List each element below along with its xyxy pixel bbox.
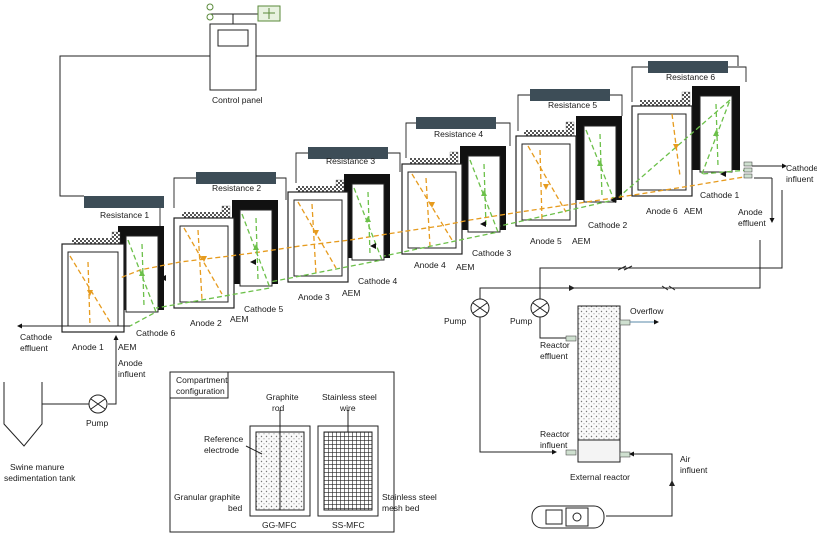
aem-label: AEM	[684, 206, 702, 216]
reactor-influent-label: influent	[540, 440, 568, 450]
resistance-label: Resistance 2	[212, 183, 261, 193]
steel-wire-label: wire	[339, 403, 356, 413]
return-line-upper	[539, 190, 783, 300]
ss-mfc-label: SS-MFC	[332, 520, 365, 530]
gg-mfc-label: GG-MFC	[262, 520, 296, 530]
cathode-effluent-label: effluent	[20, 343, 48, 353]
steel-wire-label: Stainless steel	[322, 392, 377, 402]
compartment-title: configuration	[176, 386, 225, 396]
pump-right-2	[530, 298, 550, 318]
cathode-label: Cathode 5	[244, 304, 283, 314]
tank-label: sedimentation tank	[4, 473, 76, 483]
resistance-5: Resistance 5	[530, 89, 610, 110]
resistance-1: Resistance 1	[84, 196, 164, 220]
resistance-label: Resistance 5	[548, 100, 597, 110]
pump-right-1	[470, 298, 490, 318]
flow-arrows	[87, 130, 726, 296]
ss-mfc-compartment	[317, 410, 379, 517]
resistance-label: Resistance 6	[666, 72, 715, 82]
pump-label: Pump	[444, 316, 466, 326]
mfc-cell-2	[173, 200, 278, 309]
reactor-effluent-label: effluent	[540, 351, 568, 361]
external-reactor-label: External reactor	[570, 472, 630, 482]
pump-left	[88, 394, 108, 414]
mfc-cell-5	[515, 116, 622, 227]
anode-influent-label: influent	[118, 369, 146, 379]
cathode-label: Cathode 4	[358, 276, 397, 286]
resistance-6: Resistance 6	[648, 61, 728, 82]
resistance-label: Resistance 1	[100, 210, 149, 220]
external-reactor	[577, 305, 621, 463]
pump-label: Pump	[86, 418, 108, 428]
resistance-3: Resistance 3	[308, 147, 388, 166]
cathode-influent-label: Cathode	[786, 163, 817, 173]
tank-label: Swine manure	[10, 462, 65, 472]
gg-mfc-compartment	[249, 410, 311, 517]
cathode-influent-label: influent	[786, 174, 814, 184]
overflow-label: Overflow	[630, 306, 664, 316]
mfc-cell-6	[631, 86, 740, 197]
reactor-effluent-label: Reactor	[540, 340, 570, 350]
control-wire-right	[256, 55, 739, 66]
air-line	[606, 451, 673, 517]
return-line-lower	[479, 240, 761, 300]
aem-label: AEM	[118, 342, 136, 352]
reference-electrode-label: electrode	[204, 445, 239, 455]
anode-label: Anode 4	[414, 260, 446, 270]
anode-label: Anode 3	[298, 292, 330, 302]
reactor-influent-label: Reactor	[540, 429, 570, 439]
granular-bed-label: bed	[228, 503, 242, 513]
reactor-effluent-line	[539, 317, 570, 339]
aem-label: AEM	[456, 262, 474, 272]
control-panel-label: Control panel	[212, 95, 263, 105]
right-valves	[743, 161, 753, 179]
anode-label: Anode 6	[646, 206, 678, 216]
reactor-feed-line	[479, 317, 557, 455]
graphite-rod-label: rod	[272, 403, 285, 413]
aem-label: AEM	[230, 314, 248, 324]
resistance-wires	[159, 66, 747, 232]
anode-label: Anode 1	[72, 342, 104, 352]
control-panel	[206, 3, 281, 91]
sedimentation-tank	[3, 382, 43, 447]
aem-label: AEM	[572, 236, 590, 246]
anode-label: Anode 2	[190, 318, 222, 328]
mesh-bed-label: mesh bed	[382, 503, 420, 513]
control-wire	[59, 55, 210, 197]
air-pump-icon	[531, 505, 605, 529]
compartment-title: Compartment	[176, 375, 228, 385]
air-influent-label: Air	[680, 454, 691, 464]
resistance-2: Resistance 2	[196, 172, 276, 193]
resistance-label: Resistance 3	[326, 156, 375, 166]
cathode-label: Cathode 6	[136, 328, 175, 338]
mfc-cell-4	[401, 146, 506, 255]
resistance-4: Resistance 4	[416, 117, 496, 139]
cathode-label: Cathode 2	[588, 220, 627, 230]
aem-label: AEM	[342, 288, 360, 298]
reference-electrode-label: Reference	[204, 434, 243, 444]
cathode-flow-path	[127, 99, 749, 327]
air-influent-label: influent	[680, 465, 708, 475]
anode-influent-line	[108, 335, 119, 405]
anode-flow-path	[69, 113, 751, 327]
anode-label: Anode 5	[530, 236, 562, 246]
mesh-bed-label: Stainless steel	[382, 492, 437, 502]
resistance-label: Resistance 4	[434, 129, 483, 139]
cathode-label: Cathode 3	[472, 248, 511, 258]
cathode-effluent-label: Cathode	[20, 332, 52, 342]
graphite-rod-label: Graphite	[266, 392, 299, 402]
granular-bed-label: Granular graphite	[174, 492, 240, 502]
mfc-cell-1	[61, 226, 164, 333]
cathode-label: Cathode 1	[700, 190, 739, 200]
mfc-cell-3	[287, 174, 390, 283]
anode-influent-label: Anode	[118, 358, 143, 368]
anode-effluent-label: Anode	[738, 207, 763, 217]
anode-effluent-label: effluent	[738, 218, 766, 228]
pump-label: Pump	[510, 316, 532, 326]
